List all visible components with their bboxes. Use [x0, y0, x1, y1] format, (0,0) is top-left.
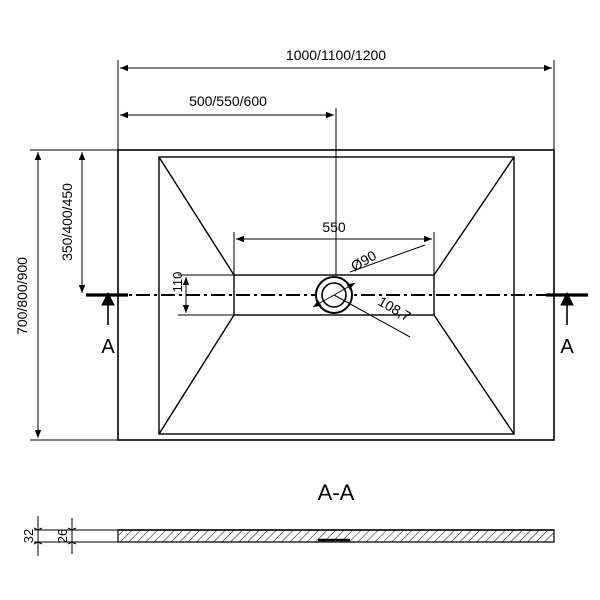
half-width-label: 350/400/450 [59, 183, 75, 261]
overall-width-label: 700/800/900 [14, 257, 30, 335]
drain [312, 244, 426, 338]
drain-offset-label: 108,7 [375, 293, 414, 324]
section-total-height-label: 32 [21, 529, 36, 543]
slope-lines [158, 156, 515, 435]
section-arrows [101, 291, 574, 325]
half-length-label: 500/550/600 [189, 93, 267, 109]
overall-length-label: 1000/1100/1200 [286, 47, 386, 63]
section-inner-height-label: 26 [55, 529, 70, 543]
drain-diameter-label: Ø90 [348, 247, 379, 274]
section-marker-left: A [101, 336, 115, 358]
dimension-lines [30, 60, 555, 441]
channel-length-label: 550 [322, 219, 346, 235]
drain-channel [233, 274, 435, 316]
section-view [33, 516, 555, 556]
section-title: A-A [318, 480, 355, 505]
channel-width-label: 110 [170, 272, 185, 293]
section-marker-right: A [560, 336, 574, 358]
